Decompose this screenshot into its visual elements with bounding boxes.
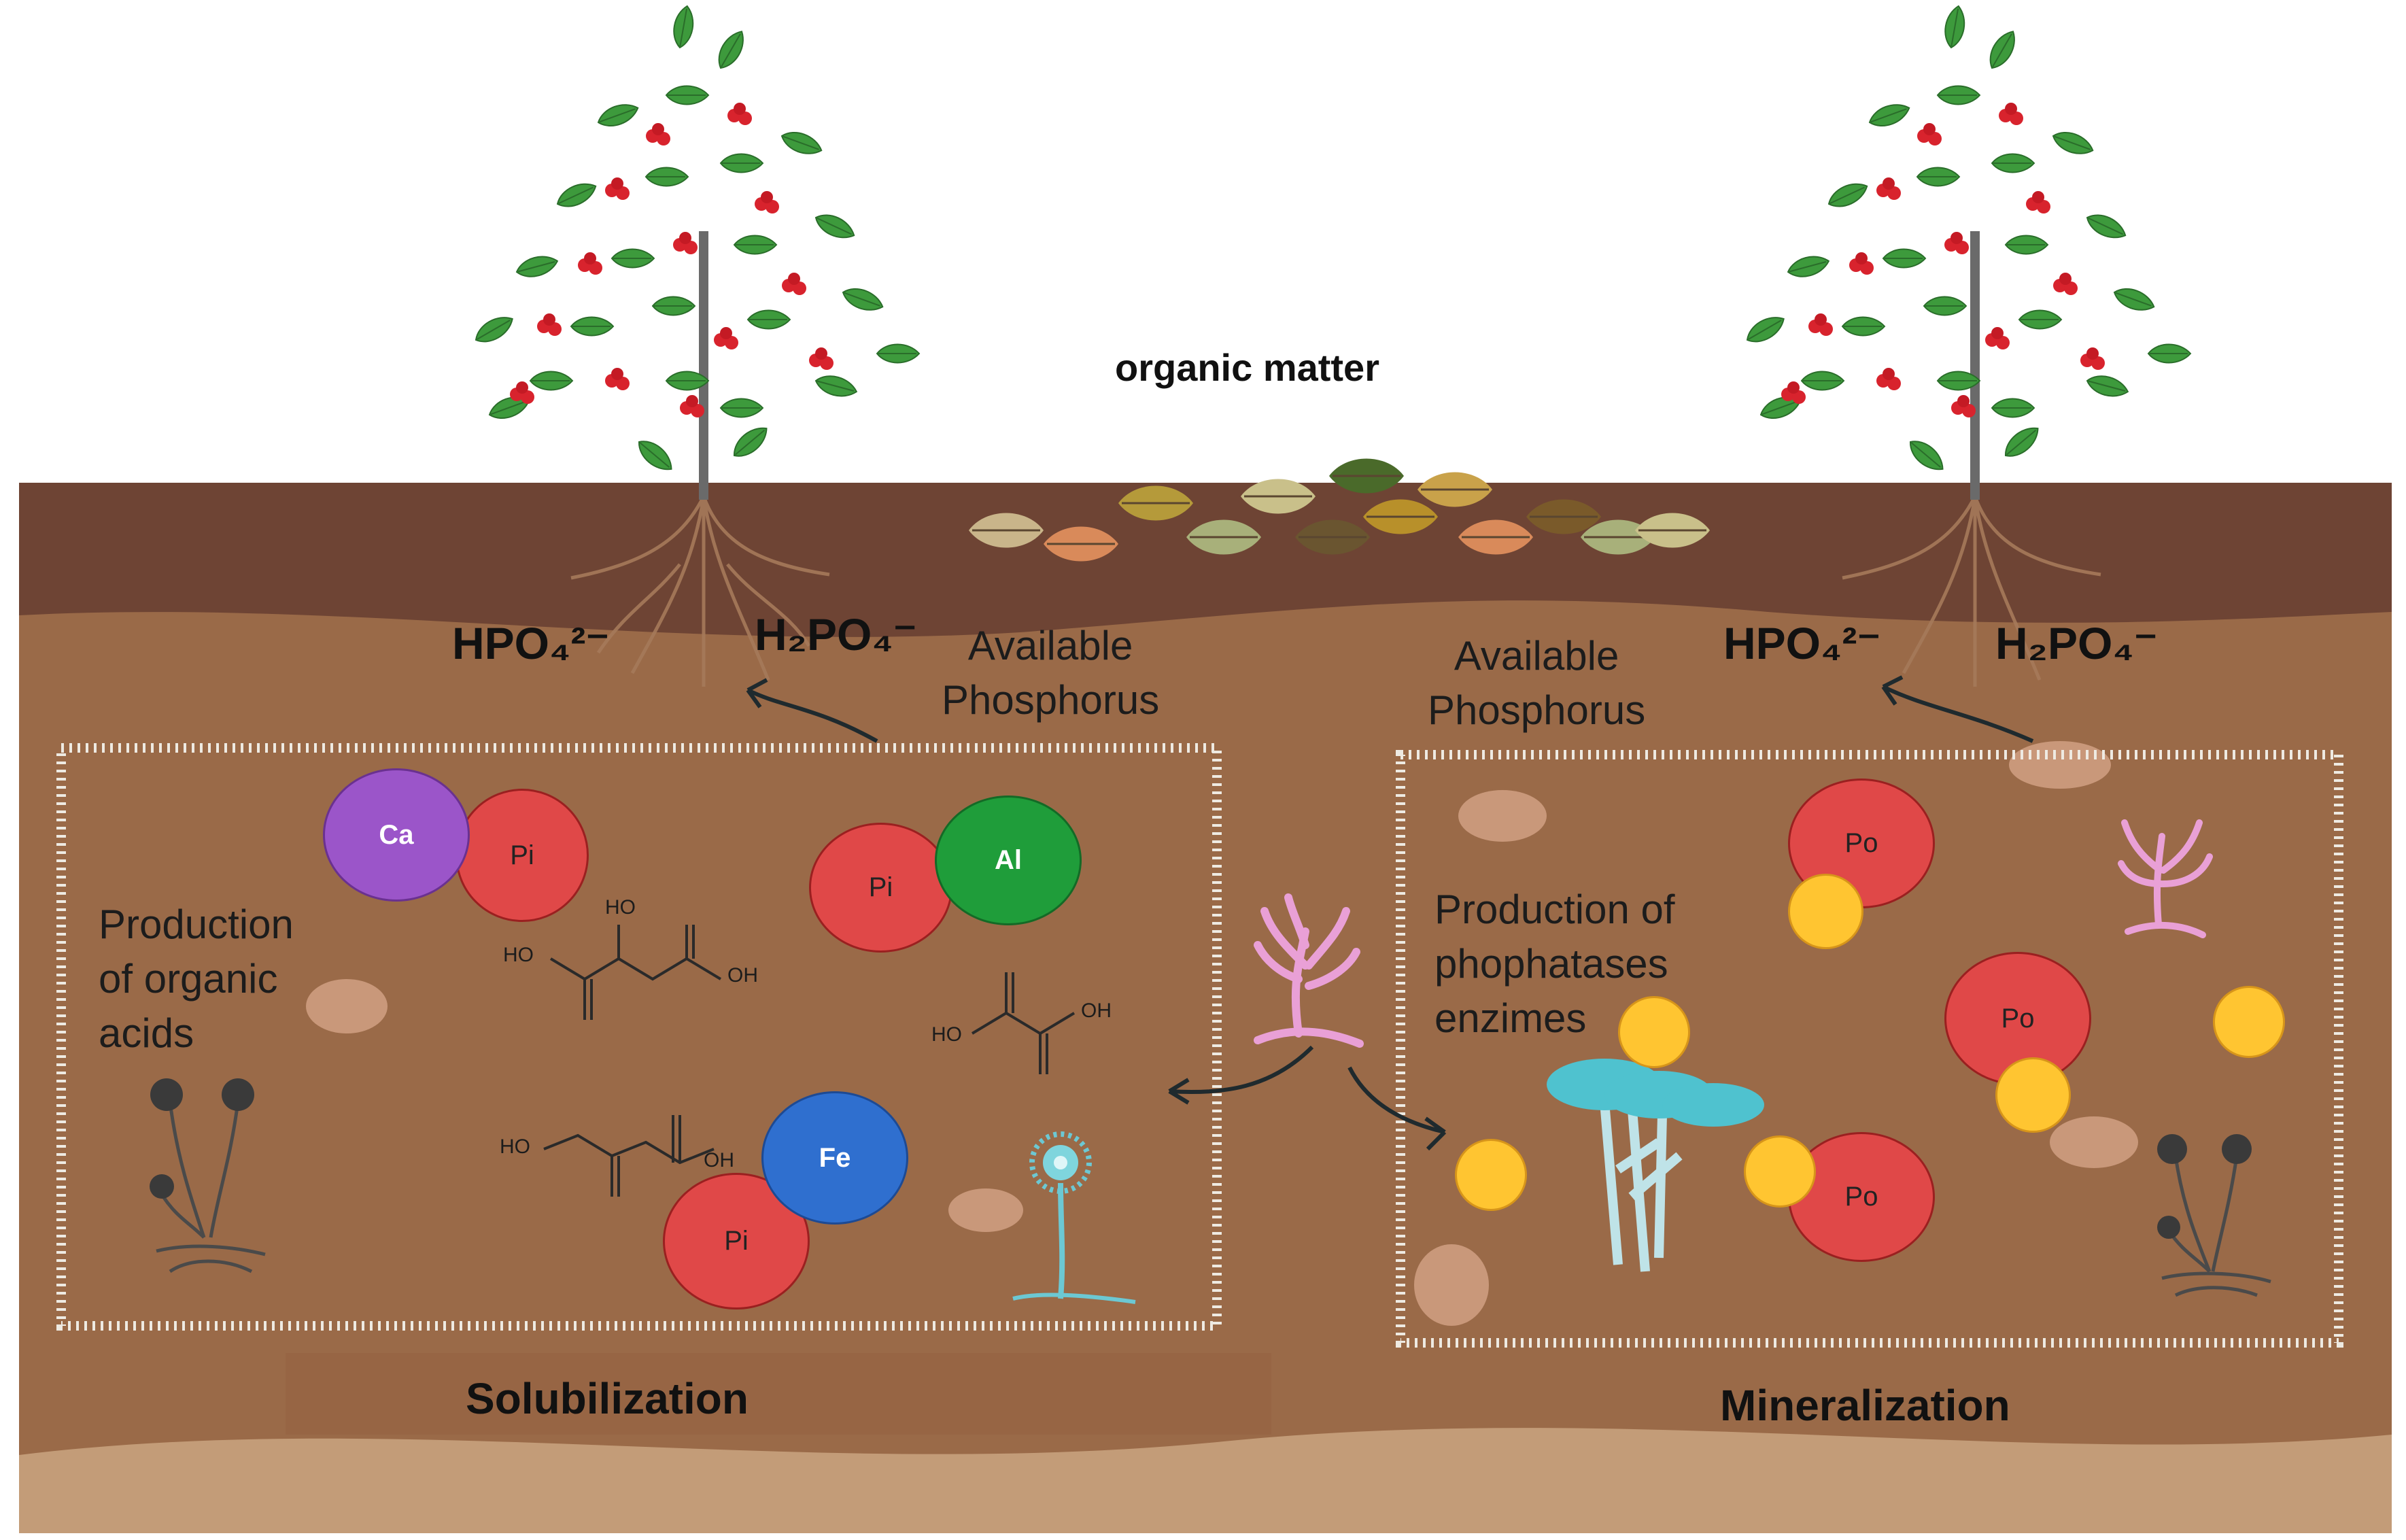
- enzyme-dot-2: [1618, 996, 1690, 1068]
- oxalic-oh-label: OH: [1081, 999, 1112, 1022]
- coffee-plant-right: [1742, 3, 2191, 687]
- arrow-to-mineralization: [1347, 1066, 1447, 1151]
- left-hpo4-label: HPO₄²⁻: [452, 618, 610, 668]
- fumaric-acid-molecule: [543, 1115, 715, 1197]
- penicillium-heads: [1547, 1059, 1764, 1127]
- roots-left: [570, 495, 830, 687]
- organic-matter-label: organic matter: [1115, 346, 1379, 389]
- ca-ball: Ca: [323, 768, 470, 902]
- right-hpo4-label: HPO₄²⁻: [1723, 618, 1881, 668]
- right-h2po4-label: H₂PO₄⁻: [1995, 618, 2158, 668]
- oxalic-acid-molecule: [971, 972, 1076, 1074]
- pink-fungus-right: [2118, 819, 2213, 938]
- pi-ball-2: Pi: [809, 823, 952, 953]
- arrow-right-uptake: [1881, 675, 2034, 743]
- right-available-phosphorus-label: Available Phosphorus: [1428, 633, 1646, 733]
- fumaric-ho-label: HO: [500, 1135, 530, 1158]
- left-available-phosphorus-label: Available Phosphorus: [942, 623, 1160, 723]
- phosphatases-text: Production of phophatases enzimes: [1434, 887, 1675, 1041]
- pi-ball-1: Pi: [456, 789, 589, 922]
- malic-ho-label: HO: [503, 944, 534, 966]
- arrow-left-uptake: [746, 678, 878, 743]
- al-ball: Al: [935, 795, 1082, 925]
- malic-acid-molecule: [549, 925, 722, 1020]
- pebbles: [306, 741, 2138, 1326]
- arrow-to-solubilization: [1168, 1045, 1314, 1105]
- enzyme-dot-6: [1744, 1135, 1816, 1208]
- mineralization-label: Mineralization: [1720, 1381, 2010, 1430]
- enzyme-dot-5: [1455, 1139, 1527, 1211]
- pink-fungus-center: [1254, 893, 1364, 1048]
- fe-ball: Fe: [761, 1091, 908, 1225]
- mineralization-box: [1396, 750, 2343, 1348]
- malic-ho-top-label: HO: [605, 896, 636, 919]
- oxalic-ho-label: HO: [931, 1023, 962, 1046]
- enzyme-dot-4: [1995, 1057, 2071, 1133]
- rhizopus-sporangia-left: [150, 1078, 254, 1199]
- solubilization-box: [56, 743, 1222, 1331]
- fumaric-oh-label: OH: [704, 1149, 734, 1171]
- penicillium-fungus: [1600, 1101, 1683, 1272]
- rhizopus-sporangia-right: [2157, 1134, 2252, 1239]
- organic-acids-text: Production of organic acids: [99, 902, 294, 1056]
- roots-right: [1842, 495, 2101, 687]
- enzyme-dot-1: [1788, 874, 1863, 949]
- coffee-plant-left: [470, 3, 920, 687]
- solubilization-label: Solubilization: [466, 1374, 749, 1423]
- aspergillus-fungus: [1012, 1131, 1136, 1304]
- enzyme-dot-3: [2213, 986, 2285, 1058]
- po-ball-1: Po: [1788, 778, 1935, 908]
- rhizopus-fungus-left: [156, 1101, 266, 1273]
- po-ball-3: Po: [1788, 1132, 1935, 1262]
- malic-oh-label: OH: [727, 964, 758, 987]
- left-h2po4-label: H₂PO₄⁻: [755, 609, 917, 660]
